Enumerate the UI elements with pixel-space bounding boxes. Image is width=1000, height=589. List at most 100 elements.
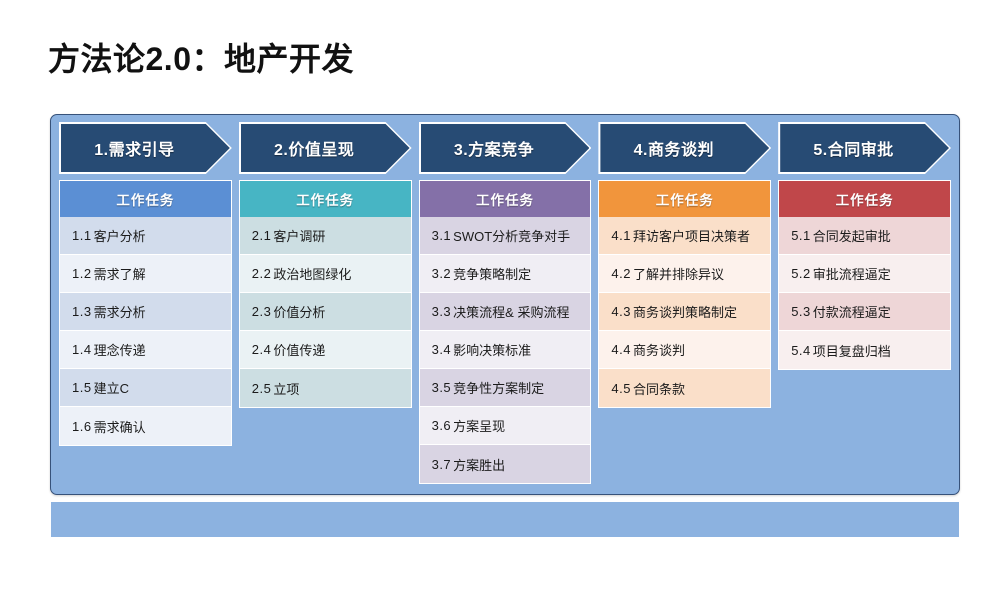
task-number: 3.5 xyxy=(431,380,452,395)
task-text: 商务谈判 xyxy=(632,343,685,358)
task-text: 政治地图绿化 xyxy=(273,267,352,282)
phase-label: 3.方案竞争 xyxy=(453,142,535,159)
task-number: 5.3 xyxy=(791,304,811,319)
task-number: 1.2 xyxy=(72,266,92,281)
task-text: 拜访客户项目决策者 xyxy=(632,229,750,244)
task-number: 1.3 xyxy=(72,304,92,319)
chevron-fill-shape xyxy=(241,124,410,172)
task-text: 付款流程逼定 xyxy=(812,305,891,320)
task-number: 1.1 xyxy=(72,228,92,243)
task-number: 4.3 xyxy=(611,304,631,319)
task-number: 2.2 xyxy=(251,266,272,281)
task-text: 价值分析 xyxy=(273,305,326,320)
task-text: 审批流程逼定 xyxy=(812,267,891,282)
task-number: 3.6 xyxy=(431,418,452,433)
task-text: 项目复盘归档 xyxy=(812,343,891,359)
chevron-fill-shape xyxy=(780,124,949,172)
task-number: 3.3 xyxy=(431,304,452,319)
chevron-fill-shape xyxy=(600,124,769,172)
task-table-header: 工作任务 xyxy=(60,181,231,217)
task-number: 3.1 xyxy=(431,228,452,243)
task-number: 4.1 xyxy=(611,228,631,243)
task-text: 合同条款 xyxy=(632,381,685,397)
task-text: 影响决策标准 xyxy=(453,343,532,358)
task-text: 方案胜出 xyxy=(453,457,506,473)
task-table-header: 工作任务 xyxy=(239,181,411,217)
phase-chevron[interactable]: 4.商务谈判 xyxy=(598,122,771,174)
task-text: 决策流程& 采购流程 xyxy=(453,305,570,320)
phase-label: 5.合同审批 xyxy=(813,142,894,159)
task-text: 需求了解 xyxy=(93,267,146,282)
phase-chevron[interactable]: 1.需求引导 xyxy=(59,122,232,174)
task-number: 5.4 xyxy=(791,342,811,358)
page-title: 方法论2.0：地产开发 xyxy=(48,41,354,77)
chevron-fill-shape xyxy=(421,124,590,172)
task-text: 立项 xyxy=(273,381,300,397)
task-text: 方案呈现 xyxy=(453,419,506,434)
task-number: 3.4 xyxy=(431,342,452,357)
task-number: 3.2 xyxy=(431,266,452,281)
task-text: 商务谈判策略制定 xyxy=(632,305,737,320)
task-number: 4.2 xyxy=(611,266,631,281)
phase-label: 1.需求引导 xyxy=(94,142,175,159)
task-text: 价值传递 xyxy=(273,343,326,358)
chevron-fill-shape xyxy=(61,124,230,172)
task-number: 2.5 xyxy=(251,380,272,396)
phase-label: 4.商务谈判 xyxy=(633,142,714,159)
phase-chevron[interactable]: 2.价值呈现 xyxy=(239,122,412,174)
task-number: 5.1 xyxy=(791,228,811,243)
bottom-accent-bar xyxy=(50,501,960,538)
task-number: 4.4 xyxy=(611,342,631,357)
task-table-header: 工作任务 xyxy=(779,181,950,217)
task-text: SWOT分析竞争对手 xyxy=(453,229,571,244)
task-table-header: 工作任务 xyxy=(419,181,591,217)
task-number: 1.6 xyxy=(72,418,92,434)
task-text: 了解并排除异议 xyxy=(632,267,724,282)
task-number: 3.7 xyxy=(431,456,452,472)
task-text: 竞争策略制定 xyxy=(453,267,532,282)
phase-label: 2.价值呈现 xyxy=(274,142,355,159)
task-text: 客户分析 xyxy=(93,229,146,244)
task-text: 客户调研 xyxy=(273,229,326,244)
task-text: 合同发起审批 xyxy=(812,229,891,244)
phase-chevron[interactable]: 3.方案竞争 xyxy=(419,122,592,174)
phase-chevron[interactable]: 5.合同审批 xyxy=(778,122,951,174)
